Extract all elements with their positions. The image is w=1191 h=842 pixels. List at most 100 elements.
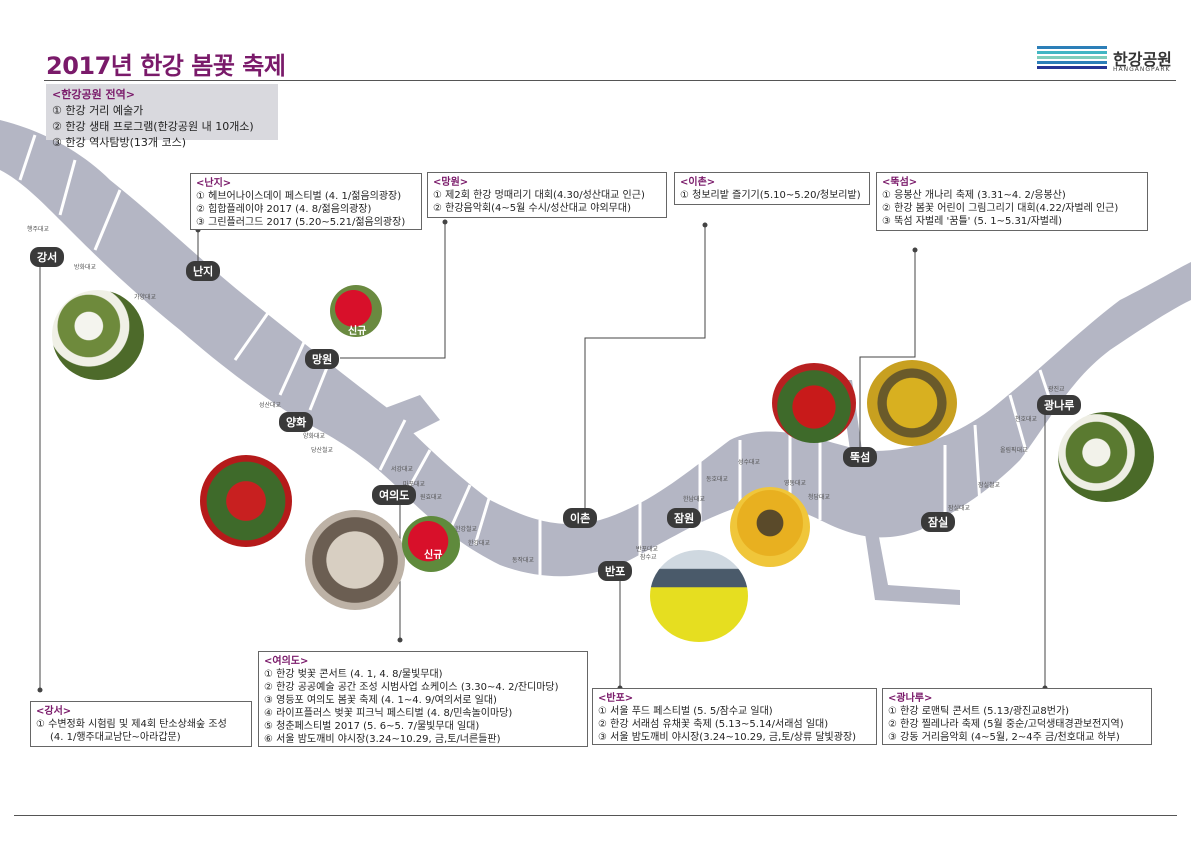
connector-dot	[702, 222, 708, 228]
bridge-label: 천호대교	[1015, 416, 1038, 423]
district-label-jamwon: 잠원	[667, 508, 702, 528]
banpo-events-box: <반포> ① 서울 푸드 페스티벌 (5. 5/잠수교 일대) ② 한강 서래섬…	[592, 688, 877, 745]
bridge-label: 올림픽대교	[1000, 447, 1028, 454]
rose-photo-yeouido	[402, 516, 460, 572]
box-item: ① 헤브어나이스데이 페스티벌 (4. 1/젊음의광장)	[196, 191, 402, 202]
district-label-gangseo: 강서	[30, 247, 65, 267]
box-item: ③ 한강 역사탐방(13개 코스)	[52, 136, 187, 149]
box-heading: <이촌>	[680, 177, 716, 188]
connector-dot	[912, 247, 918, 253]
connector-dot	[442, 219, 448, 225]
logo-sub: HANGANGPARK	[1113, 66, 1171, 73]
nanji-events-box: <난지> ① 헤브어나이스데이 페스티벌 (4. 1/젊음의광장) ② 힙합플레…	[190, 173, 422, 230]
bridge-label: 청담대교	[808, 494, 831, 501]
bridge-label: 행주대교	[27, 226, 50, 233]
box-item: ① 서울 푸드 페스티벌 (5. 5/잠수교 일대)	[598, 706, 773, 717]
bridge-label: 당산철교	[311, 447, 334, 454]
district-label-mangwon: 망원	[305, 349, 340, 369]
bridge-label: 한강철교	[455, 526, 478, 533]
flower-photo-gwangnaru	[1058, 412, 1154, 502]
box-item: ① 응봉산 개나리 축제 (3.31~4. 2/응봉산)	[882, 190, 1066, 201]
district-label-jamsil: 잠실	[921, 512, 956, 532]
rose-photo-mangwon	[330, 285, 382, 337]
box-item: ② 한강 봄꽃 어린이 그림그리기 대회(4.22/자벌레 인근)	[882, 203, 1119, 214]
district-label-yanghwa: 양화	[279, 412, 314, 432]
box-item: ② 힙합플레이야 2017 (4. 8/젊음의광장)	[196, 204, 372, 215]
logo-stripes-icon	[1037, 46, 1107, 72]
rapeseed-photo-banpo	[650, 550, 748, 642]
bridge-label: 한남대교	[683, 496, 706, 503]
rose-garden-photo-ttukseom	[772, 363, 856, 443]
box-item: ⑤ 청춘페스티벌 2017 (5. 6~5. 7/물빛무대 일대)	[264, 721, 480, 732]
bridge-label: 잠수교	[640, 554, 657, 561]
bridge-label: 가양대교	[134, 294, 157, 301]
box-heading: <뚝섬>	[882, 177, 918, 188]
page-title: 2017년 한강 봄꽃 축제	[46, 52, 286, 80]
mangwon-events-box: <망원> ① 제2회 한강 멍때리기 대회(4.30/성산대교 인근) ② 한강…	[427, 172, 667, 218]
bridge-label: 반포대교	[636, 546, 659, 553]
district-label-ichon: 이촌	[563, 508, 598, 528]
box-item: ② 한강 찔레나라 축제 (5월 중순/고덕생태경관보전지역)	[888, 719, 1124, 730]
box-item: ③ 강동 거리음악회 (4~5월, 2~4주 금/천호대교 하부)	[888, 732, 1120, 743]
box-item: ① 한강 로맨틱 콘서트 (5.13/광진교8번가)	[888, 706, 1070, 717]
bridge-label: 성산대교	[259, 402, 282, 409]
box-item: ② 한강음악회(4~5월 수시/성산대교 야외무대)	[433, 203, 631, 214]
new-tag: 신규	[424, 550, 443, 561]
box-item: (4. 1/행주대교남단~아라갑문)	[50, 732, 181, 743]
bridge-label: 원효대교	[420, 494, 443, 501]
bridge-label: 광진교	[1048, 386, 1065, 393]
box-heading: <망원>	[433, 177, 469, 188]
box-item: ④ 라이프플러스 벚꽃 피크닉 페스티벌 (4. 8/민속놀이마당)	[264, 708, 513, 719]
bottom-divider	[14, 815, 1177, 816]
box-item: ① 수변정화 시험림 및 제4회 탄소상쇄숲 조성	[36, 719, 227, 730]
connector-lines	[39, 222, 1046, 690]
box-item: ⑥ 서울 밤도깨비 야시장(3.24~10.29, 금,토/너른들판)	[264, 734, 501, 745]
district-label-nanji: 난지	[186, 261, 221, 281]
gangseo-events-box: <강서> ① 수변정화 시험림 및 제4회 탄소상쇄숲 조성 (4. 1/행주대…	[30, 701, 252, 747]
bridge-label: 잠실대교	[948, 505, 971, 512]
bridge-label: 성수대교	[738, 459, 761, 466]
forsythia-photo-ttukseom	[867, 360, 957, 446]
logo-name: 한강공원	[1113, 50, 1172, 69]
district-label-gwangnaru: 광나루	[1037, 395, 1082, 415]
title-divider	[44, 80, 1176, 81]
gwangnaru-events-box: <광나루> ① 한강 로맨틱 콘서트 (5.13/광진교8번가) ② 한강 찔레…	[882, 688, 1152, 745]
box-item: ② 한강 생태 프로그램(한강공원 내 10개소)	[52, 120, 254, 133]
bridge-label: 한강대교	[468, 540, 491, 547]
flower-photo-yanghwa	[200, 455, 292, 547]
han-river	[0, 120, 1191, 577]
box-item: ③ 영등포 여의도 봄꽃 축제 (4. 1~4. 9/여의서로 일대)	[264, 695, 497, 706]
district-label-banpo: 반포	[598, 561, 633, 581]
bridge-label: 잠실철교	[978, 482, 1001, 489]
connector-dot	[37, 687, 43, 693]
box-item: ② 한강 서래섬 유채꽃 축제 (5.13~5.14/서래섬 일대)	[598, 719, 829, 730]
ichon-events-box: <이촌> ① 청보리밭 즐기기(5.10~5.20/청보리밭)	[674, 172, 870, 205]
bridge-label: 마포대교	[403, 481, 426, 488]
box-item: ① 한강 거리 예술가	[52, 104, 144, 117]
box-heading: <여의도>	[264, 656, 309, 667]
tributary	[860, 500, 960, 605]
bridge-label: 서강대교	[391, 466, 414, 473]
bridge-label: 동호대교	[706, 476, 729, 483]
bee-photo-jamwon	[730, 487, 810, 567]
yeouido-events-box: <여의도> ① 한강 벚꽃 콘서트 (4. 1, 4. 8/물빛무대) ② 한강…	[258, 651, 588, 747]
box-item: ② 한강 공공예술 공간 조성 시범사업 쇼케이스 (3.30~4. 2/잔디마…	[264, 682, 559, 693]
box-item: ① 제2회 한강 멍때리기 대회(4.30/성산대교 인근)	[433, 190, 645, 201]
bridge-label: 방화대교	[74, 264, 97, 271]
connector-dot	[397, 637, 403, 643]
tributary	[380, 395, 440, 440]
blossom-photo-yeouido	[305, 510, 405, 610]
hangang-park-logo: 한강공원 HANGANGPARK	[1037, 42, 1179, 78]
new-tag: 신규	[348, 326, 367, 337]
box-heading: <광나루>	[888, 693, 933, 704]
district-label-ttukseom: 뚝섬	[843, 447, 878, 467]
ttukseom-events-box: <뚝섬> ① 응봉산 개나리 축제 (3.31~4. 2/응봉산) ② 한강 봄…	[876, 172, 1148, 231]
bridge-lines	[18, 134, 1062, 575]
box-heading: <강서>	[36, 706, 72, 717]
bridge-label: 영동대교	[784, 480, 807, 487]
box-item: ③ 뚝섬 자벌레 '꿈틀' (5. 1~5.31/자벌레)	[882, 216, 1063, 227]
flower-photo-gangseo	[52, 290, 144, 380]
bridge-label: 양화대교	[303, 433, 326, 440]
all-parks-box: <한강공원 전역> ① 한강 거리 예술가 ② 한강 생태 프로그램(한강공원 …	[46, 84, 278, 149]
